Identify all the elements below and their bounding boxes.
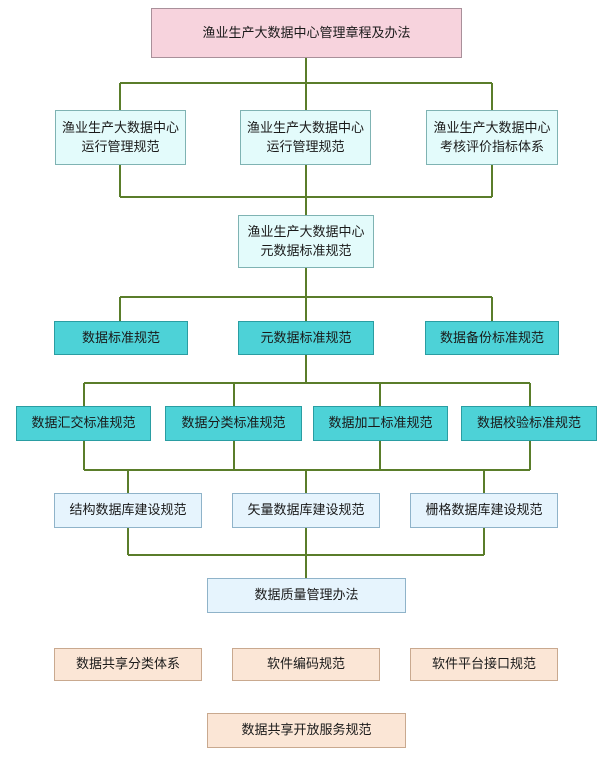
vector-db-spec-box: 矢量数据库建设规范 <box>232 493 380 528</box>
box-label: 数据质量管理办法 <box>254 588 359 603</box>
data-validation-standard-box: 数据校验标准规范 <box>461 406 597 441</box>
box-label: 数据分类标准规范 <box>181 416 286 431</box>
box-label: 软件平台接口规范 <box>431 657 536 672</box>
box-label: 栅格数据库建设规范 <box>425 503 543 518</box>
box-label: 数据备份标准规范 <box>439 330 544 346</box>
box-line2: 运行管理规范 <box>266 139 345 155</box>
data-sharing-service-box: 数据共享开放服务规范 <box>207 713 406 748</box>
box-line1: 渔业生产大数据中心 <box>246 120 364 136</box>
box-line2: 考核评价指标体系 <box>439 139 544 155</box>
software-platform-interface-box: 软件平台接口规范 <box>410 648 558 681</box>
data-backup-standard-box: 数据备份标准规范 <box>425 321 559 355</box>
data-collection-standard-box: 数据汇交标准规范 <box>16 406 151 441</box>
box-label: 矢量数据库建设规范 <box>247 503 365 518</box>
metadata-standard-box: 渔业生产大数据中心 元数据标准规范 <box>238 215 374 268</box>
box-line1: 渔业生产大数据中心 <box>247 224 365 240</box>
box-line2: 元数据标准规范 <box>260 243 352 259</box>
box-line1: 渔业生产大数据中心 <box>61 120 179 136</box>
structured-db-spec-box: 结构数据库建设规范 <box>54 493 202 528</box>
title-label: 渔业生产大数据中心管理章程及办法 <box>202 25 411 41</box>
box-label: 数据校验标准规范 <box>476 416 581 431</box>
operation-spec-box-1: 渔业生产大数据中心 运行管理规范 <box>55 110 186 165</box>
box-label: 数据加工标准规范 <box>328 416 433 431</box>
box-label: 数据汇交标准规范 <box>31 416 136 431</box>
box-label: 软件编码规范 <box>266 657 345 672</box>
data-standard-box: 数据标准规范 <box>54 321 188 355</box>
box-line1: 渔业生产大数据中心 <box>433 120 551 136</box>
operation-spec-box-2: 渔业生产大数据中心 运行管理规范 <box>240 110 371 165</box>
raster-db-spec-box: 栅格数据库建设规范 <box>410 493 558 528</box>
title-box: 渔业生产大数据中心管理章程及办法 <box>151 8 462 58</box>
metadata-standard-spec-box: 元数据标准规范 <box>238 321 374 355</box>
software-coding-spec-box: 软件编码规范 <box>232 648 380 681</box>
data-quality-management-box: 数据质量管理办法 <box>207 578 406 613</box>
box-line2: 运行管理规范 <box>81 139 160 155</box>
box-label: 元数据标准规范 <box>260 330 352 346</box>
box-label: 结构数据库建设规范 <box>69 503 187 518</box>
data-classification-standard-box: 数据分类标准规范 <box>165 406 302 441</box>
data-processing-standard-box: 数据加工标准规范 <box>313 406 448 441</box>
box-label: 数据共享开放服务规范 <box>241 723 372 738</box>
box-label: 数据共享分类体系 <box>75 657 180 672</box>
evaluation-index-box: 渔业生产大数据中心 考核评价指标体系 <box>426 110 558 165</box>
data-sharing-classification-box: 数据共享分类体系 <box>54 648 202 681</box>
box-label: 数据标准规范 <box>81 330 160 346</box>
